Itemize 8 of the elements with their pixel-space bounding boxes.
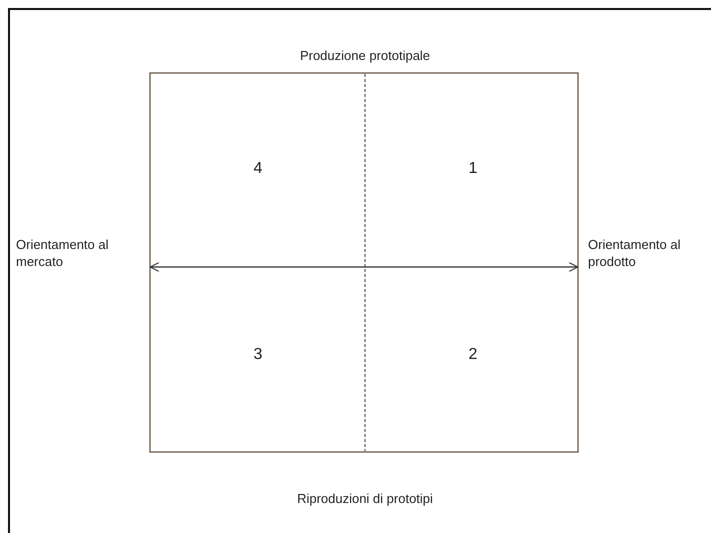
- quadrant-number: 1: [468, 160, 478, 177]
- quadrant-number: 4: [254, 160, 262, 177]
- quadrant-number: 2: [468, 346, 478, 363]
- axis-label: Riproduzioni di prototipi: [297, 491, 433, 506]
- axis-label: Produzione prototipale: [300, 48, 430, 63]
- quadrant-number: 3: [254, 346, 262, 363]
- axis-label: Orientamento al mercato: [16, 237, 108, 269]
- axis-label: Orientamento al prodotto: [588, 237, 680, 269]
